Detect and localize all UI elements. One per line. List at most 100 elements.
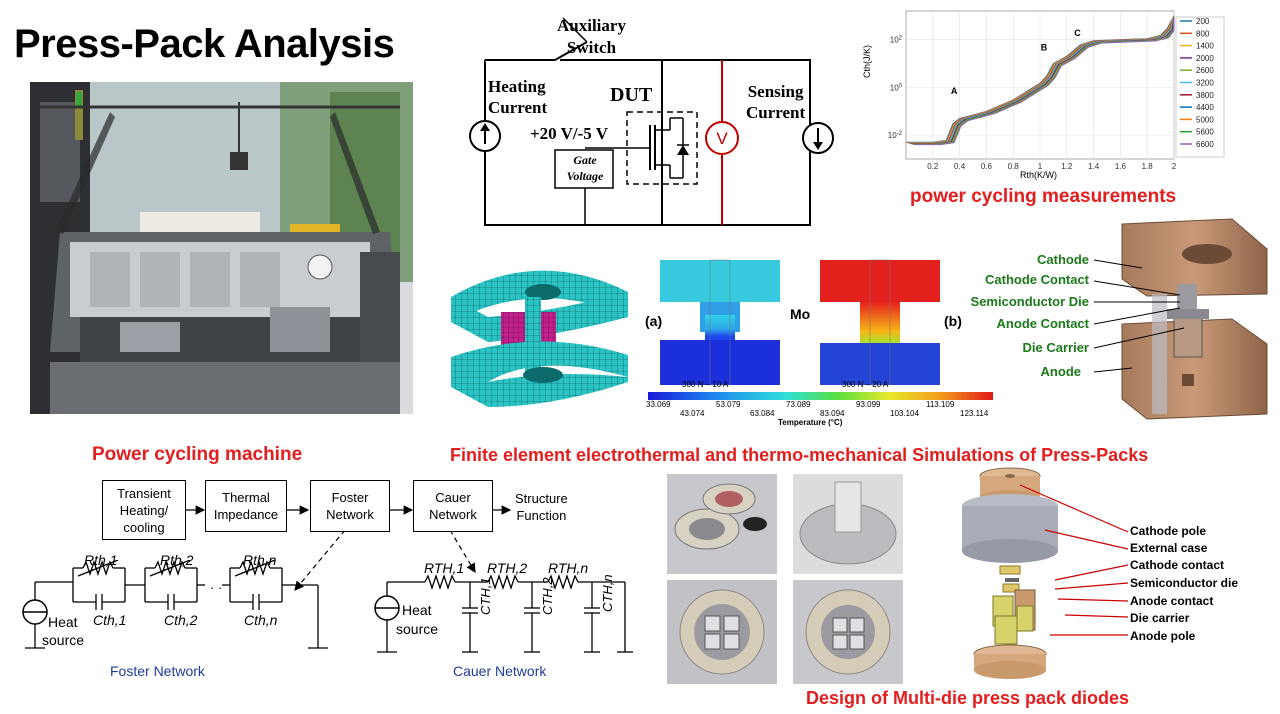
diode-label-external-case: External case	[1130, 541, 1208, 555]
chart-x-label: Rth(K/W)	[1020, 170, 1057, 180]
flow-box-transient: Transient Heating/ cooling	[102, 480, 186, 540]
fe-simulations-caption: Finite element electrothermal and thermo…	[450, 445, 1149, 465]
sim-case-1: 300 N – 10 A	[682, 380, 729, 389]
scale-tick: 113.109	[926, 400, 955, 409]
chart-legend-entry: 4400	[1196, 103, 1214, 112]
chart-legend-entry: 2600	[1196, 66, 1214, 75]
cauer-rn: RTH,n	[548, 560, 589, 576]
foster-r1: Rth,1	[84, 552, 118, 568]
chart-legend-entry: 6600	[1196, 140, 1214, 149]
diode-label-anode-pole: Anode pole	[1130, 629, 1196, 643]
flow-structure-function: Structure Function	[515, 491, 568, 523]
thermal-simulation-figure	[640, 255, 1000, 430]
chart-x-tick: 0.6	[981, 162, 993, 171]
scale-tick: 103.104	[890, 409, 919, 418]
diode-label-list: Cathode pole External case Cathode conta…	[1130, 524, 1280, 654]
foster-c2: Cth,2	[164, 612, 198, 628]
foster-source-label: source	[42, 632, 85, 648]
structure-label-semiconductor-die: Semiconductor Die	[970, 294, 1089, 309]
diode-label-cathode-pole: Cathode pole	[1130, 524, 1207, 538]
chart-point-label: B	[1041, 42, 1048, 52]
cauer-source-label: source	[396, 621, 439, 637]
chart-x-tick: 0.4	[954, 162, 966, 171]
foster-network-diagram	[22, 560, 328, 649]
structure-label-anode: Anode	[1040, 364, 1081, 379]
power-cycling-machine-caption: Power cycling machine	[92, 444, 303, 465]
exploded-diode-view	[955, 466, 1065, 686]
test-circuit-diagram: V	[455, 10, 855, 235]
chart-legend-entry: 3800	[1196, 91, 1214, 100]
foster-c1: Cth,1	[93, 612, 127, 628]
auxiliary-switch-label: Auxiliary Switch	[557, 16, 626, 57]
chart-x-tick: 2	[1172, 162, 1177, 171]
chart-point-label: A	[951, 86, 958, 96]
scale-tick: 63.084	[750, 409, 775, 418]
diode-label-anode-contact: Anode contact	[1130, 594, 1214, 608]
chart-series-line	[914, 18, 1175, 146]
press-pack-cross-section	[1092, 214, 1272, 436]
foster-rn: Rth,n	[243, 552, 277, 568]
cauer-network-diagram	[374, 573, 633, 653]
foster-dots: · ·	[210, 580, 223, 595]
diode-label-cathode-contact: Cathode contact	[1130, 558, 1225, 572]
flow-arrows	[186, 505, 512, 591]
diode-label-die-carrier: Die carrier	[1130, 611, 1190, 625]
structure-label-list: Cathode Cathode Contact Semiconductor Di…	[950, 252, 1095, 382]
scale-tick: 123.114	[960, 409, 989, 418]
chart-x-tick: 1.2	[1061, 162, 1073, 171]
cauer-c1: CTH,1	[478, 577, 493, 615]
chart-x-tick: 1.4	[1088, 162, 1100, 171]
sensing-current-label: Sensing Current	[746, 82, 806, 122]
diode-pointer-lines	[1019, 484, 1129, 636]
voltmeter-label: V	[716, 129, 728, 148]
chart-y-tick: 100	[890, 83, 903, 92]
structure-label-die-carrier: Die Carrier	[1022, 340, 1089, 355]
flow-box-foster: Foster Network	[310, 480, 390, 532]
chart-legend-entry: 200	[1196, 17, 1210, 26]
chart-y-tick: 102	[890, 36, 903, 45]
foster-cn: Cth,n	[244, 612, 278, 628]
scale-tick: 73.089	[786, 400, 811, 409]
cauer-c2: CTH,2	[540, 577, 555, 615]
power-cycling-machine-photo	[30, 82, 413, 414]
cauer-network-caption: Cauer Network	[453, 663, 547, 679]
chart-legend-entry: 3200	[1196, 79, 1214, 88]
fem-mesh-model	[443, 257, 633, 415]
foster-network-caption: Foster Network	[110, 663, 205, 679]
sim-label-b: (b)	[944, 313, 962, 329]
sim-label-mo: Mo	[790, 306, 811, 322]
chart-legend-entry: 1400	[1196, 42, 1214, 51]
page-title: Press-Pack Analysis	[14, 22, 395, 66]
scale-tick: 83.094	[820, 409, 845, 418]
temp-scale-label: Temperature (°C)	[778, 418, 843, 427]
flow-box-cauer: Cauer Network	[413, 480, 493, 532]
foster-r2: Rth,2	[160, 552, 194, 568]
chart-legend-entry: 800	[1196, 29, 1210, 38]
chart-x-tick: 0.8	[1008, 162, 1020, 171]
chart-legend-entry: 5600	[1196, 128, 1214, 137]
structure-label-cathode-contact: Cathode Contact	[985, 272, 1089, 287]
heating-current-label: Heating Current	[488, 77, 548, 117]
scale-tick: 33.069	[646, 400, 671, 409]
chart-legend-entry: 2000	[1196, 54, 1214, 63]
chart-x-tick: 0.2	[927, 162, 939, 171]
chart-point-label: C	[1074, 28, 1081, 38]
sim-case-2: 300 N – 20 A	[842, 380, 889, 389]
cauer-cn: CTH,n	[600, 574, 615, 612]
structure-pointer-lines	[1093, 259, 1185, 373]
cauer-heat-label: Heat	[402, 602, 432, 618]
cauer-r2: RTH,2	[487, 560, 528, 576]
chart-y-tick: 10-2	[888, 131, 903, 140]
chart-x-tick: 1.6	[1115, 162, 1127, 171]
chart-x-tick: 1.8	[1142, 162, 1154, 171]
gate-voltage-label: Gate Voltage	[566, 153, 604, 183]
chart-y-label: Cth(J/K)	[862, 44, 872, 78]
voltage-range-label: +20 V/-5 V	[530, 124, 609, 143]
multi-die-photos	[667, 474, 903, 684]
chart-legend-entry: 5000	[1196, 115, 1214, 124]
diode-label-semiconductor-die: Semiconductor die	[1130, 576, 1239, 590]
scale-tick: 53.079	[716, 400, 741, 409]
multi-die-caption: Design of Multi-die press pack diodes	[806, 688, 1130, 708]
structure-label-cathode: Cathode	[1037, 252, 1089, 267]
